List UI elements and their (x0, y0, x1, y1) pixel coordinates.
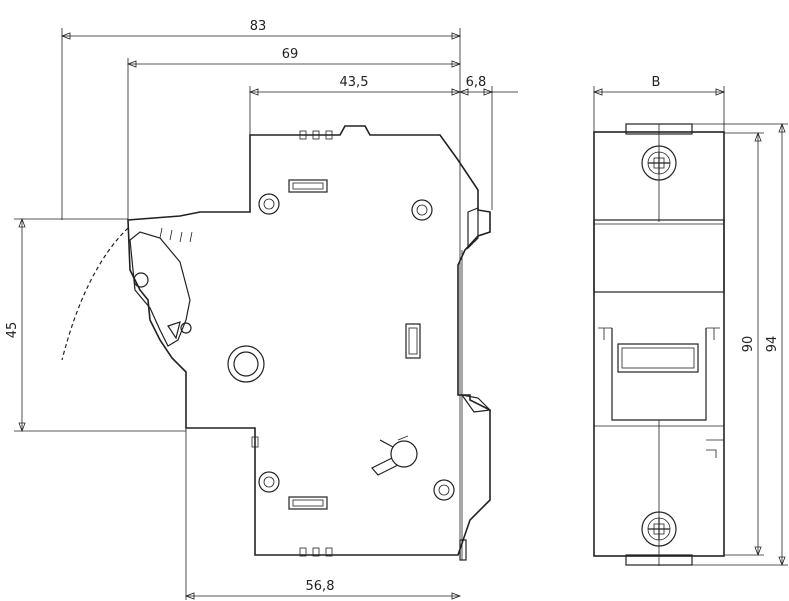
rivet (433, 479, 455, 501)
dimension-depth-to-lever: 69 (126, 47, 462, 225)
bottom-window-inner (292, 499, 324, 507)
dim-label-bottom-depth: 56,8 (306, 579, 335, 594)
side-view-body-outline (127, 125, 491, 556)
dim-label-width: B (652, 75, 661, 90)
rivet (258, 193, 280, 215)
side-window-inner (408, 327, 418, 355)
dim-label-total-height: 94 (765, 336, 780, 353)
front-lower-step (594, 425, 724, 458)
top-rib (299, 130, 307, 140)
lever-pivot (133, 272, 149, 288)
dimension-depth-to-rail: 43,5 6,8 (248, 75, 518, 210)
front-handle-inner (621, 347, 695, 369)
rivet (258, 471, 280, 493)
dim-label-overall-depth: 83 (250, 19, 267, 34)
dimension-body-height: 90 (724, 131, 764, 557)
bottom-rib (312, 547, 320, 557)
top-window-inner (292, 182, 324, 190)
front-view (593, 123, 725, 566)
dimension-lever-height: 45 (5, 217, 186, 433)
terminal-screw-bottom (641, 511, 677, 547)
center-rivet (227, 345, 265, 383)
side-window (405, 323, 421, 359)
side-view (61, 125, 492, 561)
terminal-screw-top (641, 145, 677, 181)
trip-mechanism (371, 435, 418, 476)
top-rib (312, 130, 320, 140)
bottom-window (288, 496, 328, 510)
bottom-rib (325, 547, 333, 557)
lever-swing-arc (61, 227, 129, 361)
dimension-width: B (592, 75, 726, 132)
top-window (288, 179, 328, 193)
dim-label-depth-to-rail: 43,5 (340, 75, 369, 90)
rail-clip-top (467, 207, 479, 250)
front-handle-side (598, 327, 720, 340)
front-handle (617, 343, 699, 373)
dimension-bottom-depth: 56,8 (184, 428, 462, 600)
dim-label-lever-height: 45 (5, 322, 20, 339)
top-rib (325, 130, 333, 140)
body-notch (251, 436, 259, 448)
lever-latch-dot (180, 322, 192, 334)
lever-latch (167, 321, 181, 340)
dimension-overall-depth: 83 (60, 19, 462, 556)
dim-label-rail-offset: 6,8 (466, 75, 487, 90)
dim-label-body-height: 90 (741, 336, 756, 353)
rail-clip-bottom (460, 394, 492, 413)
front-handle-body (611, 328, 707, 421)
bottom-rib (299, 547, 307, 557)
dimension-total-height: 94 (692, 122, 788, 567)
dim-label-depth-to-lever: 69 (282, 47, 299, 62)
rivet (411, 199, 433, 221)
lever-grip (159, 227, 193, 243)
